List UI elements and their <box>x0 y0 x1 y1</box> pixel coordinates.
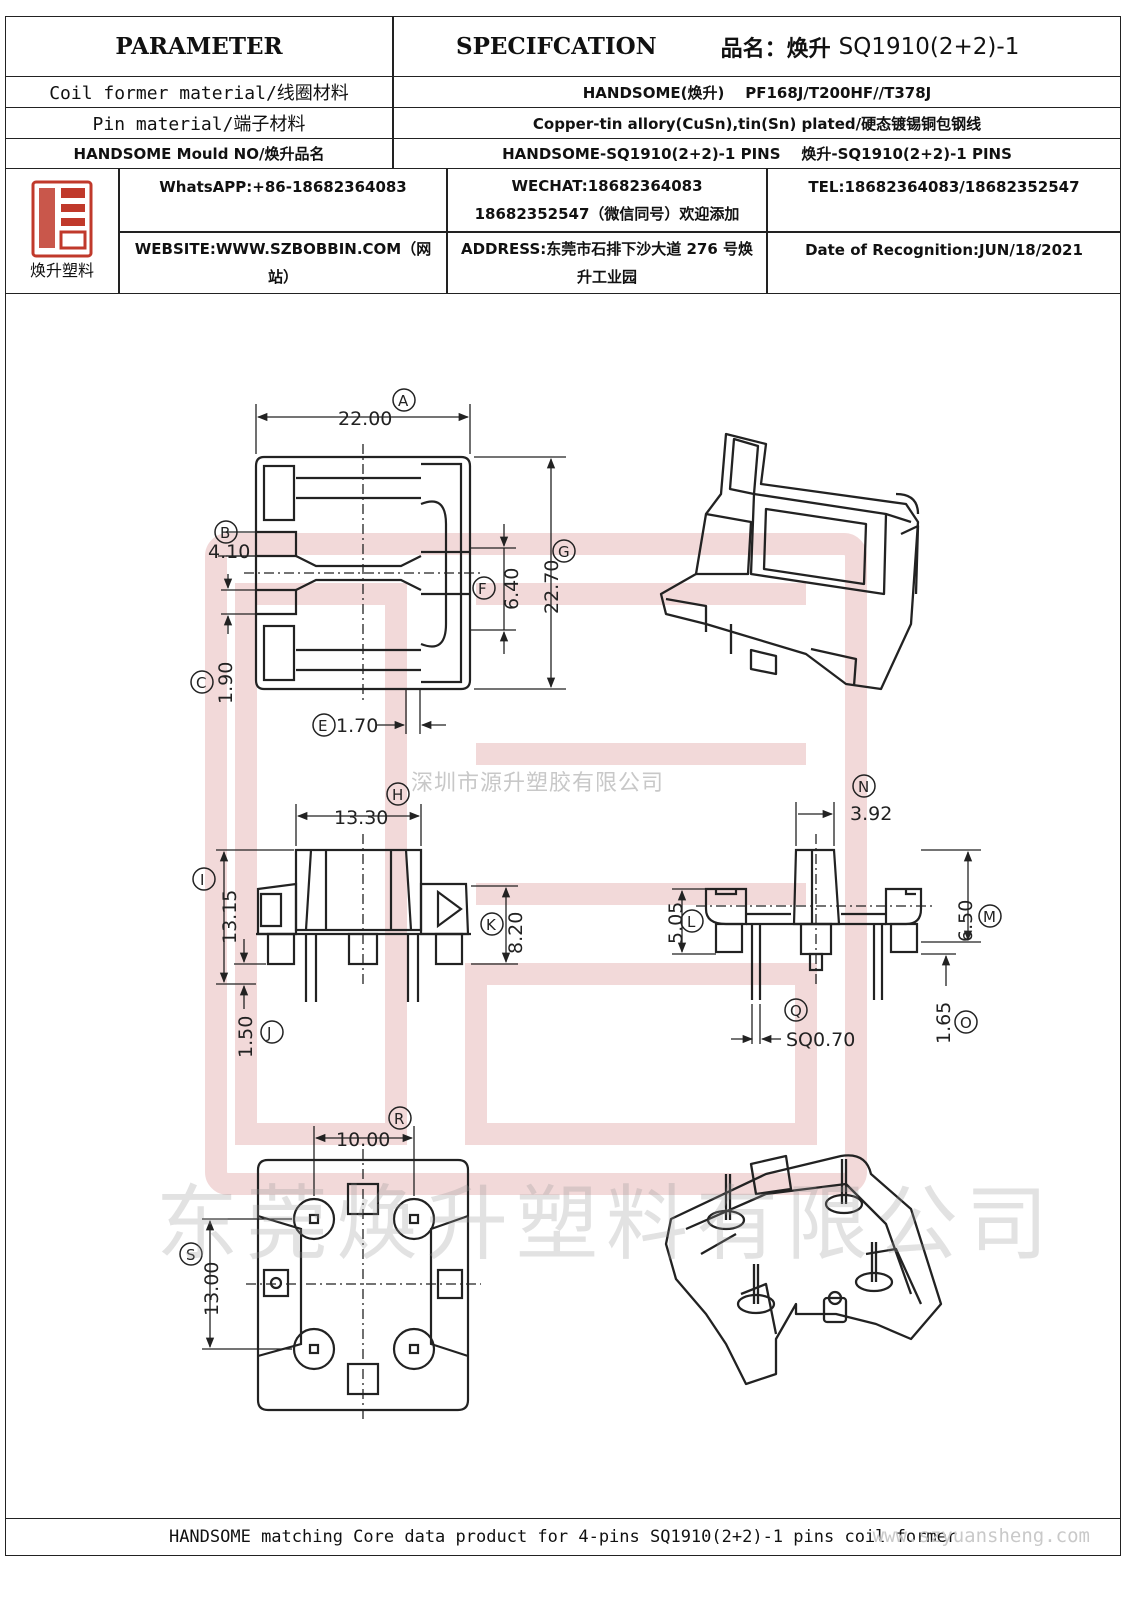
front-view-dim-lines <box>216 804 518 1009</box>
dim-j: 1.50 <box>235 1016 257 1058</box>
front-view <box>256 834 471 1002</box>
label-o: O <box>960 1014 972 1032</box>
coil-material-value: HANDSOME(焕升) PF168J/T200HF//T378J <box>582 83 932 102</box>
dim-i: 13.15 <box>219 890 241 944</box>
label-a: A <box>398 392 409 410</box>
footer: HANDSOME matching Core data product for … <box>6 1518 1120 1555</box>
logo-caption: 焕升塑料 <box>29 261 94 280</box>
isometric-view-top <box>659 432 920 691</box>
label-g: G <box>558 543 570 561</box>
mould-no-label: HANDSOME Mould NO/焕升品名 <box>73 145 325 163</box>
footer-text: HANDSOME matching Core data product for … <box>168 1527 958 1547</box>
label-n: N <box>858 778 869 796</box>
dim-k: 8.20 <box>505 912 527 954</box>
isometric-view-bottom <box>664 1154 943 1386</box>
label-r: R <box>394 1110 404 1128</box>
label-i: I <box>200 871 204 889</box>
bottom-view-dim-text: R 10.00 S 13.00 <box>179 1106 412 1316</box>
watermark-url: www.szyuansheng.com <box>872 1525 1090 1547</box>
specification-heading: SPECIFCATION <box>456 33 657 60</box>
dim-o: 1.65 <box>933 1002 955 1044</box>
label-k: K <box>486 916 497 934</box>
pin-material-value: Copper-tin allory(CuSn),tin(Sn) plated/硬… <box>532 114 982 133</box>
side-view-dim-text: N 3.92 5.05 L 6.50 M 1.65 O Q SQ0.70 <box>665 774 1002 1051</box>
technical-drawing: 22.00 A 4.10 B 1.90 C E 1.70 F 6.40 G 22… <box>179 388 1002 1419</box>
address-cell: ADDRESS:东莞市石排下沙大道 276 号焕升工业园 <box>461 239 753 286</box>
watermark-company-small: 深圳市源升塑胶有限公司 <box>411 771 665 796</box>
label-b: B <box>220 524 230 542</box>
dim-f: 6.40 <box>501 568 523 610</box>
row-coil-material: Coil former material/线圈材料 HANDSOME(焕升) P… <box>6 77 1120 108</box>
label-h: H <box>392 786 403 804</box>
wechat-line1: WECHAT:18682364083 <box>511 177 703 195</box>
wechat-line2: 18682352547（微信同号）欢迎添加 <box>474 205 740 223</box>
dim-a: 22.00 <box>338 408 392 430</box>
company-info: 焕升塑料 WhatsAPP:+86-18682364083 WECHAT:186… <box>6 169 1120 294</box>
product-name: SQ1910(2+2)-1 <box>838 33 1020 60</box>
label-j: J <box>266 1024 271 1042</box>
date-cell: Date of Recognition:JUN/18/2021 <box>805 241 1083 259</box>
mould-no-value: HANDSOME-SQ1910(2+2)-1 PINS 焕升-SQ1910(2+… <box>502 145 1012 163</box>
parameter-heading: PARAMETER <box>115 33 283 60</box>
side-view-dim-lines <box>672 802 981 1044</box>
row-pin-material: Pin material/端子材料 Copper-tin allory(CuSn… <box>6 108 1120 139</box>
dim-r: 10.00 <box>336 1129 390 1151</box>
label-m: M <box>983 908 996 926</box>
logo-cell: 焕升塑料 <box>6 169 118 293</box>
website-cell: WEBSITE:WWW.SZBOBBIN.COM（网站） <box>134 239 432 286</box>
label-s: S <box>186 1246 196 1264</box>
dim-h: 13.30 <box>334 807 388 829</box>
dim-m: 6.50 <box>955 900 977 942</box>
dim-c: 1.90 <box>215 662 237 704</box>
header-row: PARAMETER SPECIFCATION 品名：焕升 SQ1910(2+2)… <box>6 17 1120 77</box>
wechat-cell: WECHAT:18682364083 18682352547（微信同号）欢迎添加 <box>448 169 766 231</box>
label-l: L <box>687 913 696 931</box>
spec-heading-cell: SPECIFCATION 品名：焕升 SQ1910(2+2)-1 <box>394 17 1120 76</box>
front-view-dim-text: H 13.30 I 13.15 1.50 J K 8.20 <box>192 782 527 1058</box>
label-f: F <box>478 580 487 598</box>
top-view <box>244 444 481 704</box>
dim-e: 1.70 <box>336 715 378 737</box>
bottom-view <box>246 1149 481 1419</box>
company-logo-icon <box>31 180 93 258</box>
label-q: Q <box>790 1002 802 1020</box>
top-view-dim-lines <box>218 404 566 734</box>
dim-n: 3.92 <box>850 803 892 825</box>
side-view <box>696 834 936 1000</box>
background-logo-watermark <box>205 533 867 1195</box>
top-view-dim-text: 22.00 A 4.10 B 1.90 C E 1.70 F 6.40 G 22… <box>190 388 576 737</box>
spec-sheet: PARAMETER SPECIFCATION 品名：焕升 SQ1910(2+2)… <box>5 16 1121 1556</box>
tel-cell: TEL:18682364083/18682352547 <box>808 178 1080 196</box>
label-e: E <box>318 717 327 735</box>
dim-q: SQ0.70 <box>786 1029 855 1051</box>
dim-s: 13.00 <box>201 1262 223 1316</box>
coil-material-label: Coil former material/线圈材料 <box>49 83 349 104</box>
whatsapp-cell: WhatsAPP:+86-18682364083 <box>159 178 407 196</box>
watermark-company-large: 东莞焕升塑料有限公司 <box>156 1177 1057 1272</box>
pin-material-label: Pin material/端子材料 <box>92 114 306 135</box>
dim-b: 4.10 <box>208 541 250 563</box>
dim-g: 22.70 <box>541 560 563 614</box>
product-label: 品名：焕升 <box>720 36 831 62</box>
dim-l: 5.05 <box>665 902 687 944</box>
row-mould-no: HANDSOME Mould NO/焕升品名 HANDSOME-SQ1910(2… <box>6 139 1120 169</box>
label-c: C <box>196 674 206 692</box>
bottom-view-dim-lines <box>202 1126 415 1350</box>
